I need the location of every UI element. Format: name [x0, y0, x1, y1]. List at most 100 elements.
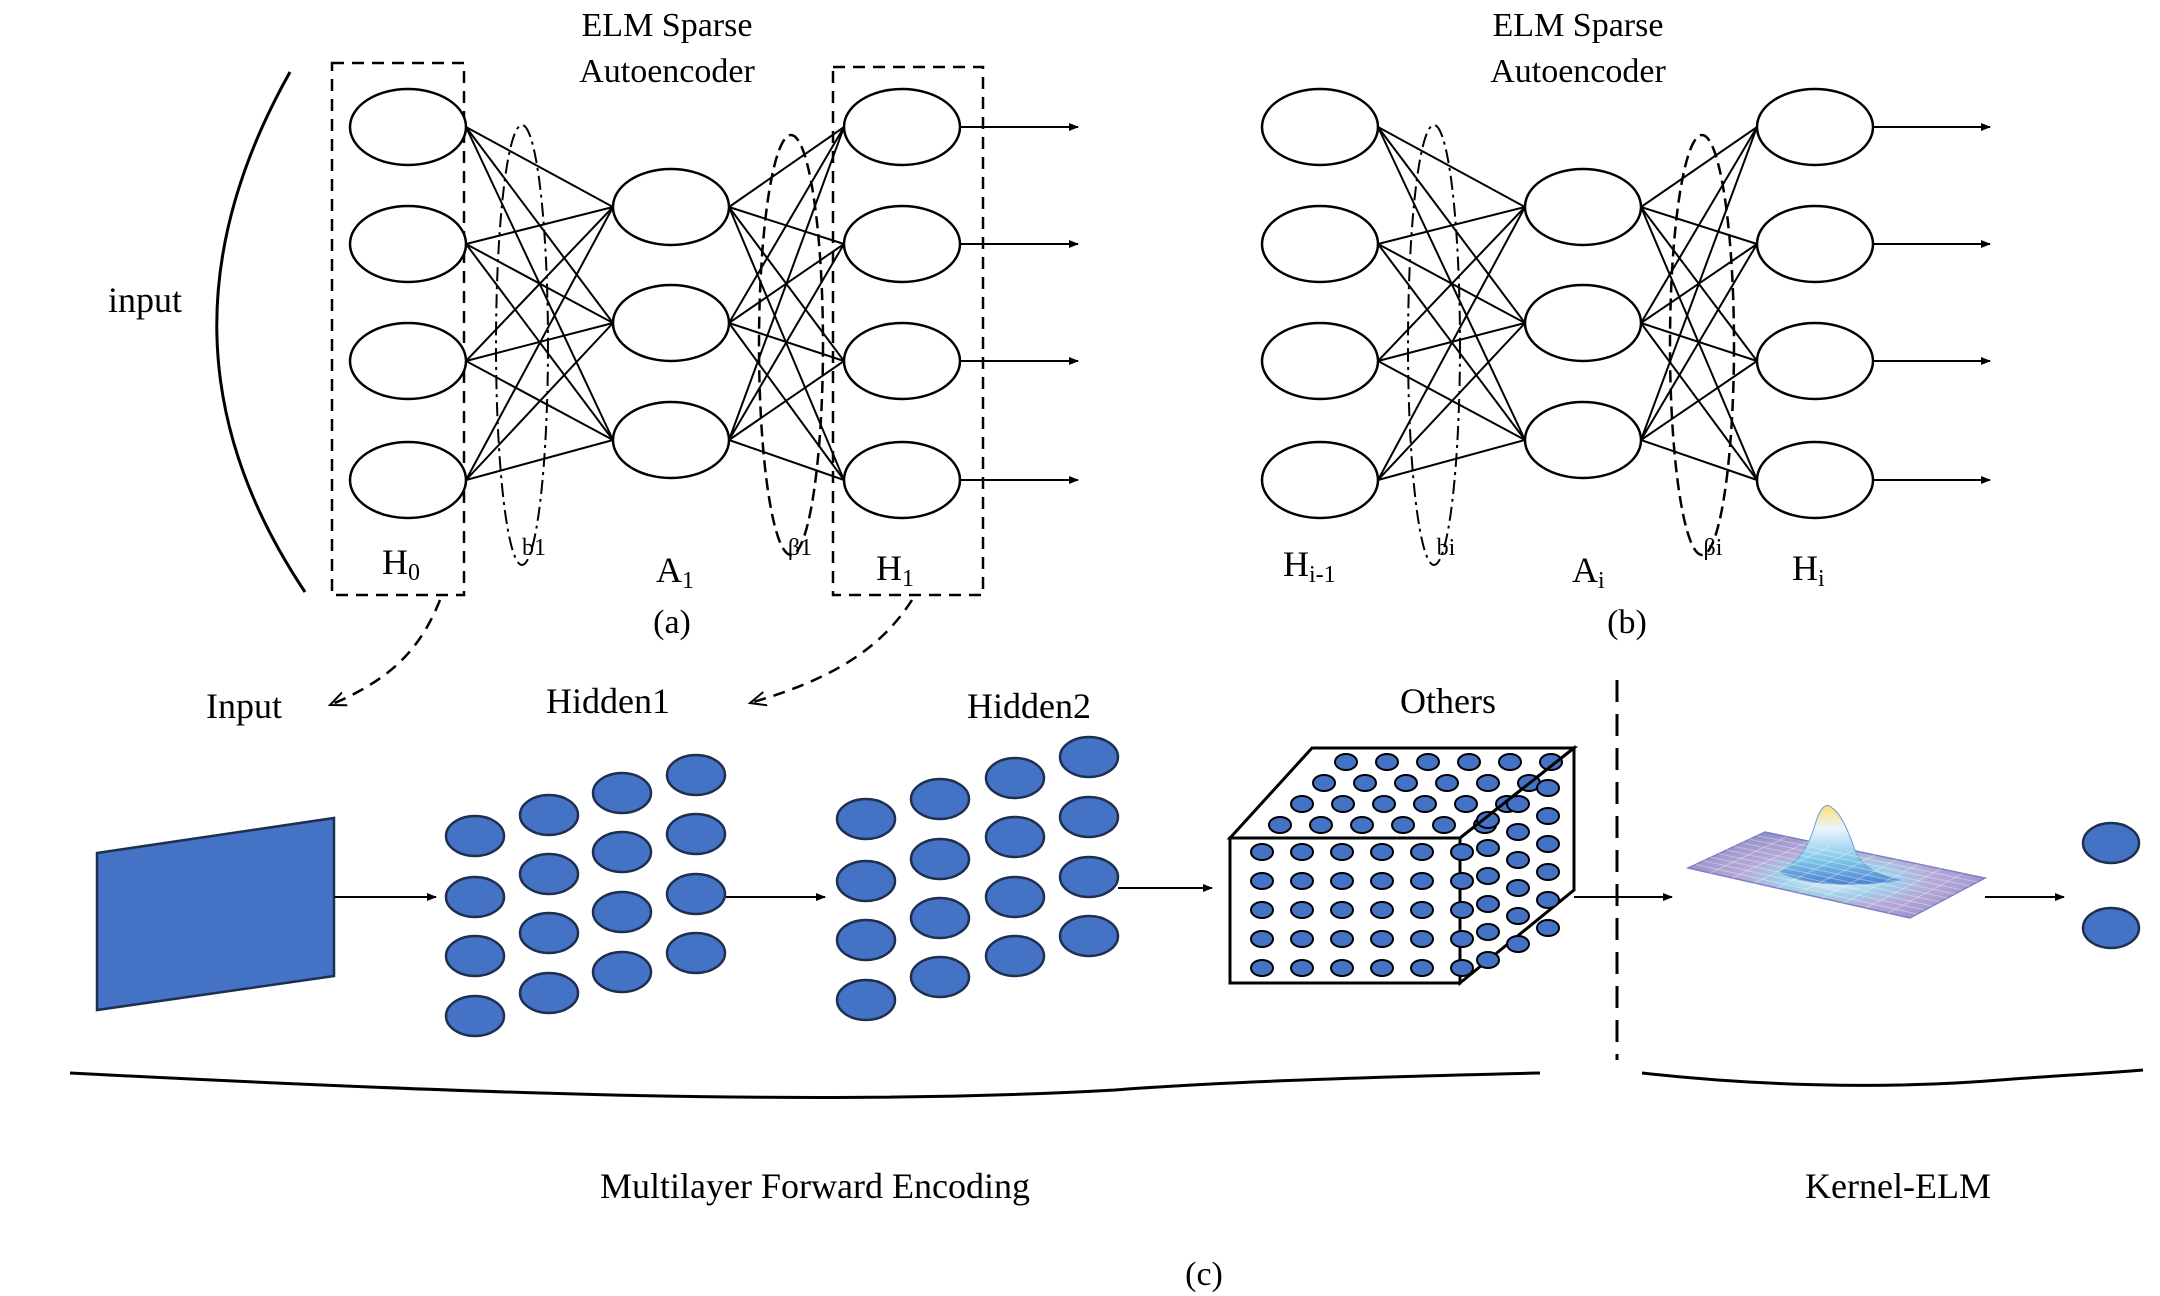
panel-b-ai-label: Ai [1572, 550, 1605, 594]
cube-node [1536, 891, 1560, 909]
cube-node [1450, 930, 1474, 948]
cube-node [1476, 867, 1500, 885]
neuron [1523, 167, 1643, 247]
cube-node [1450, 901, 1474, 919]
neuron [1260, 440, 1380, 520]
hidden1-node [665, 753, 727, 797]
hidden1-node [518, 852, 580, 896]
cube-node [1476, 923, 1500, 941]
panel-a-bias-ellipse [495, 124, 549, 566]
hidden2-node [835, 859, 897, 903]
kernel-grid-line [1776, 849, 1854, 889]
neuron [1260, 87, 1380, 167]
connection-edge [1377, 206, 1526, 481]
hidden1-node [591, 830, 653, 874]
hidden2-nodes [835, 735, 1120, 1022]
cube-node [1250, 872, 1274, 890]
hidden1-node [444, 814, 506, 858]
hidden1-node [665, 872, 727, 916]
connection-edge [728, 360, 845, 441]
neuron [1755, 204, 1875, 284]
connection-edge [1377, 439, 1526, 481]
neuron [1755, 87, 1875, 167]
hidden1-node [591, 771, 653, 815]
cube-node [1506, 935, 1530, 953]
hidden1-node [665, 812, 727, 856]
cube-node [1372, 795, 1396, 813]
others-cube [1226, 744, 1579, 987]
connection-edge [1640, 126, 1758, 324]
panel-a-bias-label: b1 [522, 535, 546, 561]
connection-edge [1640, 360, 1758, 441]
connection-edge [465, 126, 614, 208]
cube-inner-edge [1459, 746, 1575, 840]
connection-edge [1377, 206, 1526, 245]
cube-node [1498, 753, 1522, 771]
connection-edge [728, 243, 845, 441]
connection-edge [1377, 322, 1526, 481]
cube-node [1413, 795, 1437, 813]
cube-node [1506, 879, 1530, 897]
kernel-elm-label: Kernel-ELM [1805, 1166, 1991, 1206]
cube-node [1450, 843, 1474, 861]
panel-b-hi-label: Hi [1792, 548, 1825, 592]
hidden2-node [1058, 855, 1120, 899]
hidden2-node [909, 896, 971, 940]
cube-node [1416, 753, 1440, 771]
cube-node [1370, 843, 1394, 861]
cube-node [1290, 930, 1314, 948]
cube-node [1506, 823, 1530, 841]
hidden2-node [835, 797, 897, 841]
kernel-grid-line [1887, 872, 1964, 914]
connection-edge [1640, 439, 1758, 481]
cube-node [1370, 901, 1394, 919]
panel-b-connections [1377, 126, 1758, 481]
panel-a: ELM Sparse Autoencoder input [108, 7, 1079, 641]
hidden2-node [984, 934, 1046, 978]
hidden2-layer-label: Hidden2 [967, 686, 1091, 726]
kernel-grid-line [1741, 842, 1963, 891]
cube-node [1506, 851, 1530, 869]
encoding-label: Multilayer Forward Encoding [600, 1166, 1030, 1206]
cube-front-dots [1250, 843, 1474, 977]
cube-node [1476, 839, 1500, 857]
kernel-grid-line [1865, 868, 1942, 909]
cube-node [1330, 959, 1354, 977]
connection-edge [465, 322, 614, 481]
connection-edge [465, 206, 614, 245]
hidden1-node [444, 934, 506, 978]
panel-b-output-arrows [1873, 123, 1991, 484]
others-layer-label: Others [1400, 681, 1496, 721]
panel-b-nodes-hi-1 [1260, 87, 1380, 520]
cube-node [1370, 930, 1394, 948]
hidden2-node [1058, 735, 1120, 779]
cube-node [1506, 907, 1530, 925]
cube-node [1394, 774, 1418, 792]
cube-node [1506, 795, 1530, 813]
cube-node [1370, 872, 1394, 890]
neuron [1755, 440, 1875, 520]
neuron [611, 400, 731, 480]
cube-node [1375, 753, 1399, 771]
h1-dashed-box [831, 65, 985, 597]
panel-a-title-line1: ELM Sparse [582, 7, 753, 44]
cube-node [1290, 872, 1314, 890]
cube-node [1290, 843, 1314, 861]
neuron [348, 204, 468, 284]
cube-node [1330, 930, 1354, 948]
cube-node [1353, 774, 1377, 792]
kernel-grid-line [1843, 863, 1920, 904]
cube-node [1350, 816, 1374, 834]
hidden1-node [591, 890, 653, 934]
neuron [348, 321, 468, 401]
neuron [1755, 321, 1875, 401]
panel-b-caption: (b) [1607, 604, 1647, 641]
cube-node [1309, 816, 1333, 834]
gaussian-kernel-surface [1685, 804, 1988, 919]
cube-node [1476, 895, 1500, 913]
cube-node [1476, 811, 1500, 829]
cube-node [1410, 843, 1434, 861]
neuron [611, 167, 731, 247]
connection-edge [1377, 206, 1526, 362]
kernel-grid-line [1709, 836, 1788, 874]
